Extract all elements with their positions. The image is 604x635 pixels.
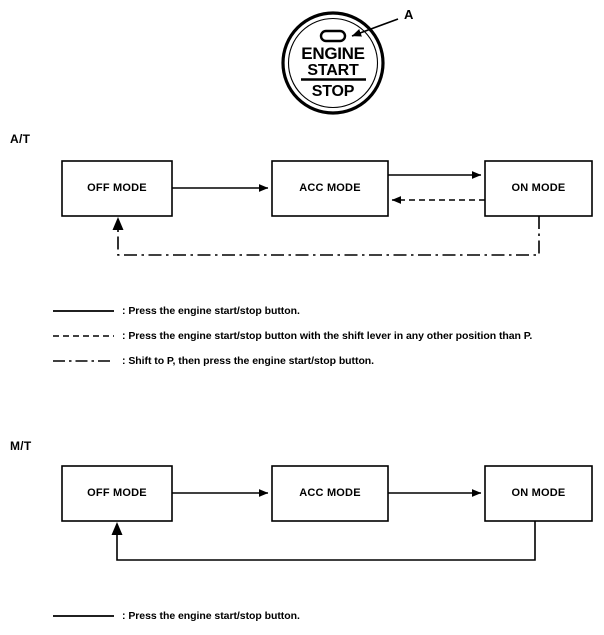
mt-return-path-solid (116, 521, 536, 561)
button-label-start: START (307, 62, 359, 79)
button-label-engine: ENGINE (301, 44, 365, 63)
at-label-on-mode: ON MODE (511, 182, 566, 194)
at-box-acc-mode (271, 160, 389, 217)
at-box-off-mode (61, 160, 173, 217)
mt-label-on-mode: ON MODE (511, 487, 566, 499)
mt-box-acc-mode (271, 465, 389, 522)
section-label-at: A/T (10, 132, 31, 146)
at-legend-text-dashed: : Press the engine start/stop button wit… (122, 330, 533, 342)
at-label-acc-mode: ACC MODE (299, 182, 361, 194)
button-indicator-slot (319, 29, 347, 43)
at-legend-sample-lines (53, 310, 114, 362)
callout-label-a: A (404, 7, 414, 22)
button-inner-ring (287, 17, 379, 109)
at-diagram-graphic (61, 160, 593, 256)
mt-label-off-mode: OFF MODE (87, 487, 147, 499)
mt-box-on-mode (484, 465, 593, 522)
mt-return-arrowhead (111, 522, 123, 535)
callout-leader-line (351, 18, 399, 37)
at-legend-text-solid: : Press the engine start/stop button. (122, 305, 300, 317)
button-label-stop: STOP (311, 83, 355, 100)
at-legend-text-dashdot: : Shift to P, then press the engine star… (122, 355, 375, 367)
at-box-on-mode (484, 160, 593, 217)
engine-start-stop-button-graphic (281, 11, 399, 115)
at-return-arrowhead (112, 217, 124, 230)
mt-legend-text-solid: : Press the engine start/stop button. (122, 610, 300, 622)
mt-label-acc-mode: ACC MODE (299, 487, 361, 499)
at-label-off-mode: OFF MODE (87, 182, 147, 194)
section-label-mt: M/T (10, 439, 32, 453)
at-return-path-dashdot (117, 216, 540, 256)
mt-diagram-graphic (61, 465, 593, 561)
